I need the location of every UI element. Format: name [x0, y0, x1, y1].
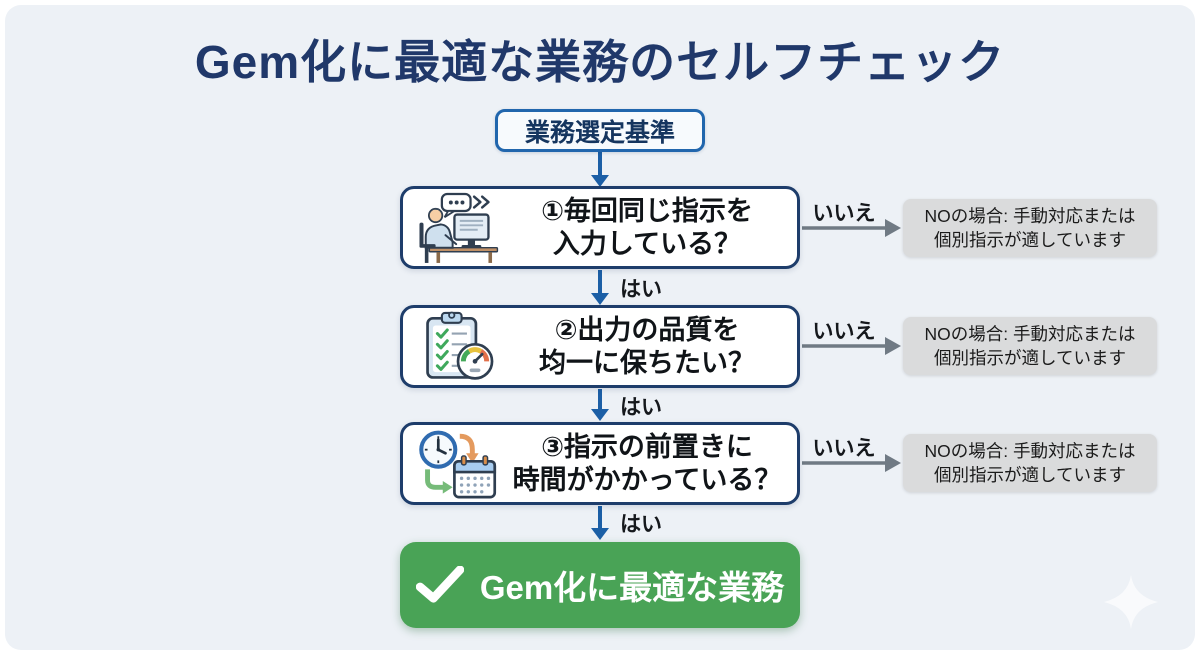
question-box-1: ①毎回同じ指示を 入力している？	[400, 186, 800, 269]
start-node-label: 業務選定基準	[524, 118, 675, 147]
yes-label-1: はい	[620, 278, 662, 301]
yes-label-2: はい	[620, 396, 662, 419]
no-result-box-2: NOの場合: 手動対応または 個別指示が適しています	[903, 317, 1157, 375]
question-text-3: ③指示の前置きに 時間がかかっている？	[505, 431, 789, 497]
question-box-2: ②出力の品質を 均一に保ちたい？	[400, 305, 800, 388]
no-result-line: 個別指示が適しています	[934, 230, 1126, 250]
question-line: ③指示の前置きに	[541, 431, 753, 462]
question-text-1: ①毎回同じ指示を 入力している？	[505, 195, 789, 261]
no-result-line: NOの場合: 手動対応または	[924, 323, 1136, 344]
no-label-1: いいえ	[812, 202, 876, 225]
question-box-3: ③指示の前置きに 時間がかかっている？	[400, 422, 800, 505]
no-label-3: いいえ	[812, 437, 876, 460]
question-line: 入力している？	[552, 228, 742, 259]
sparkle-icon	[1103, 574, 1159, 630]
page-title: Gem化に最適な業務のセルフチェック	[194, 36, 1006, 88]
start-node: 業務選定基準	[495, 109, 705, 152]
check-icon	[415, 566, 464, 603]
checklist-gauge-icon	[415, 311, 501, 383]
result-label: Gem化に最適な業務	[479, 569, 785, 606]
question-line: 時間がかかっている？	[512, 464, 782, 495]
question-line: 均一に保ちたい？	[539, 347, 755, 378]
yes-label-3: はい	[620, 513, 662, 536]
no-result-box-3: NOの場合: 手動対応または 個別指示が適しています	[903, 434, 1157, 492]
no-label-2: いいえ	[812, 320, 876, 343]
question-line: ①毎回同じ指示を	[541, 195, 753, 226]
person-computer-icon	[415, 192, 501, 264]
no-result-line: 個別指示が適しています	[934, 465, 1126, 485]
result-box: Gem化に最適な業務	[400, 542, 800, 628]
no-result-line: 個別指示が適しています	[934, 348, 1126, 368]
question-text-2: ②出力の品質を 均一に保ちたい？	[505, 314, 789, 380]
question-line: ②出力の品質を	[554, 314, 740, 345]
clock-calendar-icon	[415, 428, 501, 500]
no-result-line: NOの場合: 手動対応または	[924, 440, 1136, 461]
no-result-line: NOの場合: 手動対応または	[924, 205, 1136, 226]
no-result-box-1: NOの場合: 手動対応または 個別指示が適しています	[903, 199, 1157, 257]
